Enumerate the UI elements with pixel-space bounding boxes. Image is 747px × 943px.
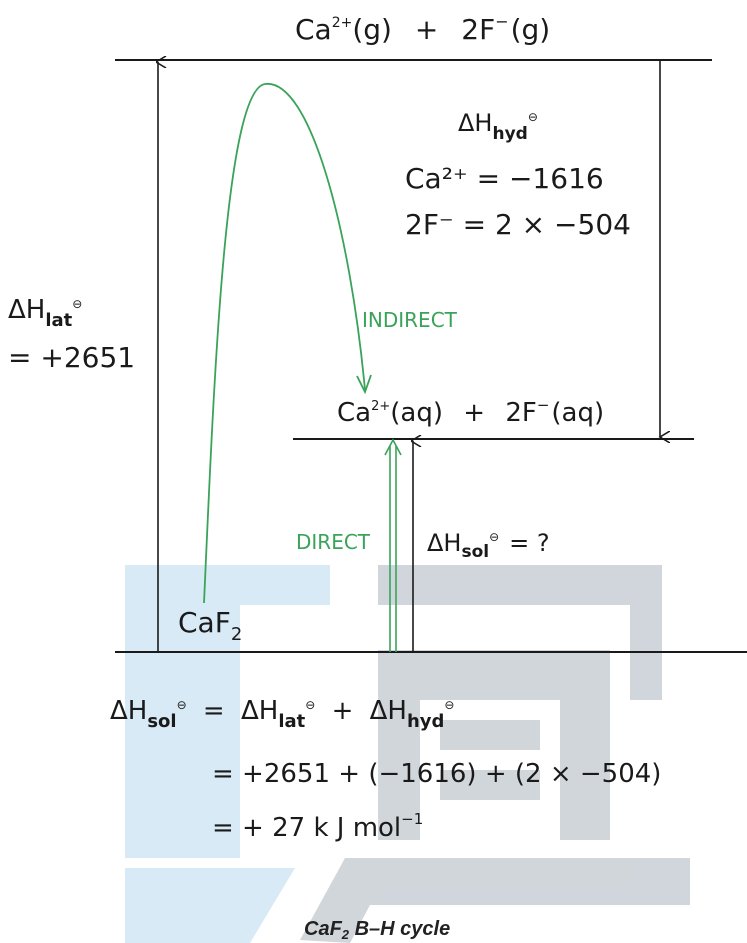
calculation-line-2: = +2651 + (−1616) + (2 × −504) bbox=[212, 759, 661, 789]
hydration-f-value: 2F⁻ = 2 × −504 bbox=[405, 208, 631, 241]
hydration-ca-value: Ca²⁺ = −1616 bbox=[405, 162, 604, 195]
watermark-logo bbox=[125, 565, 690, 943]
top-level-label: Ca2+(g) + 2F−(g) bbox=[295, 12, 550, 46]
calculation-line-3: = + 27 k J mol−1 bbox=[212, 810, 423, 843]
svg-text:= +2651: = +2651 bbox=[8, 341, 135, 374]
direct-label: DIRECT bbox=[296, 530, 371, 554]
indirect-label: INDIRECT bbox=[362, 308, 458, 332]
lattice-enthalpy-label: ΔHlat⊖ = +2651 bbox=[8, 295, 135, 374]
bottom-level-label: CaF2 bbox=[178, 606, 242, 645]
middle-level-label: Ca2+(aq) + 2F−(aq) bbox=[337, 396, 604, 428]
figure-caption: CaF2 B–H cycle bbox=[304, 918, 450, 942]
hydration-enthalpy-label: ΔHhyd⊖ Ca²⁺ = −1616 2F⁻ = 2 × −504 bbox=[405, 109, 631, 241]
svg-text:ΔHhyd⊖: ΔHhyd⊖ bbox=[458, 109, 538, 144]
solution-enthalpy-label: ΔHsol⊖= ? bbox=[427, 529, 550, 562]
indirect-arrow bbox=[203, 83, 372, 604]
calculation-line-1: ΔHsol⊖ = ΔHlat⊖ + ΔHhyd⊖ bbox=[110, 686, 454, 732]
direct-arrow bbox=[384, 438, 402, 652]
svg-text:ΔHlat⊖: ΔHlat⊖ bbox=[8, 295, 82, 331]
